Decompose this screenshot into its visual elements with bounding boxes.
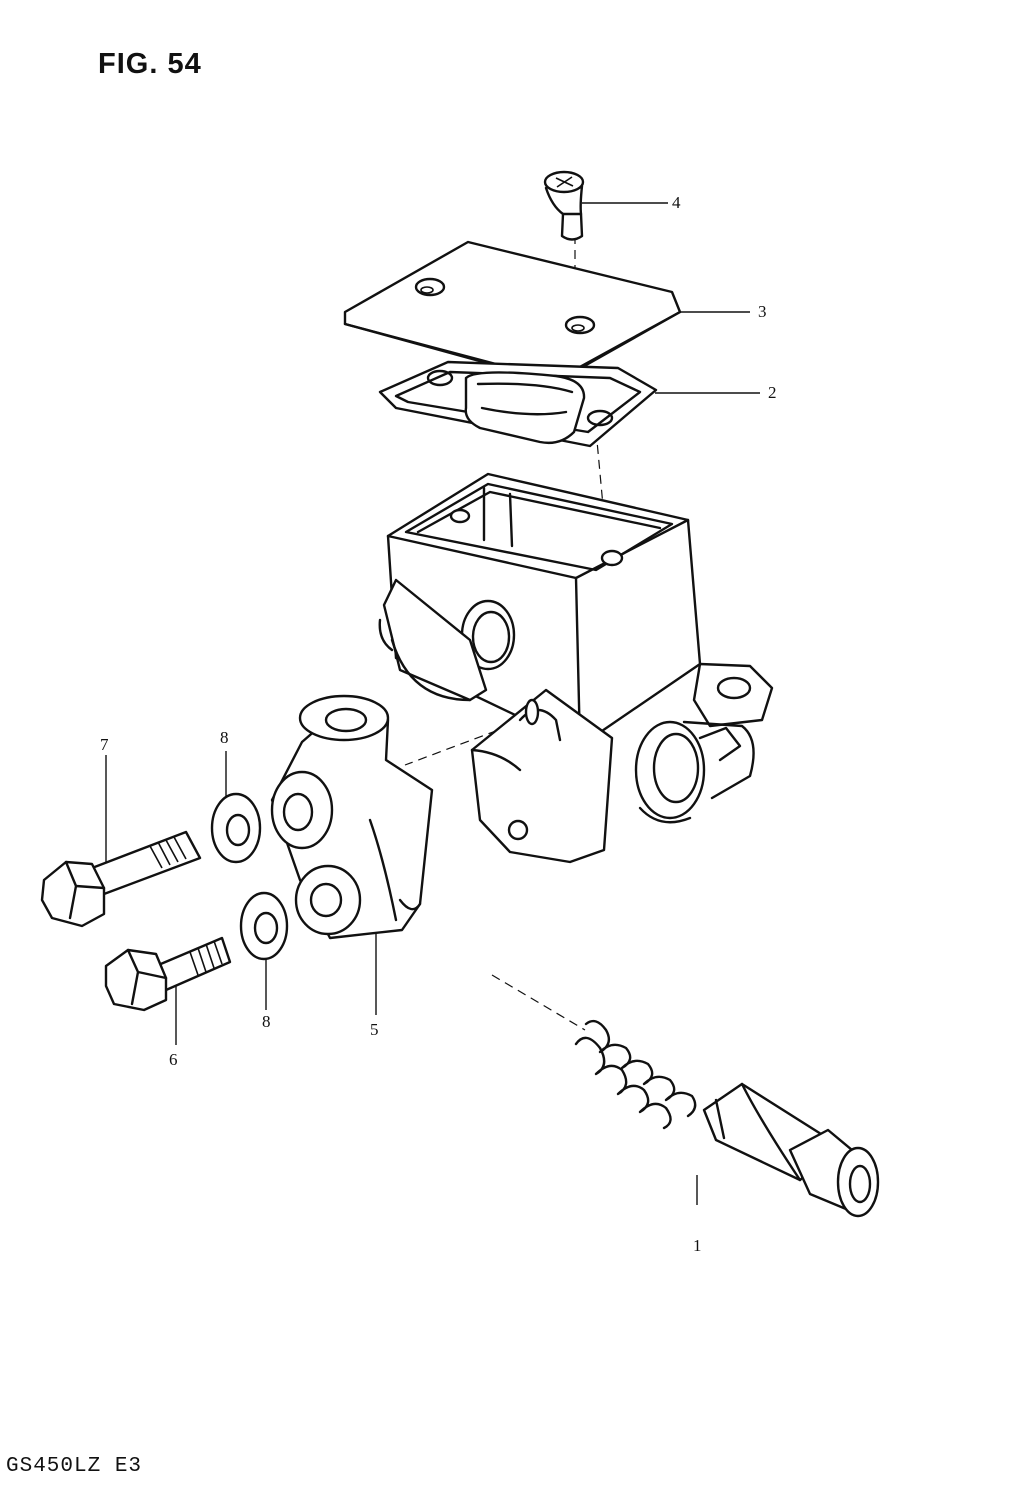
model-code: GS450LZ E3 bbox=[6, 1455, 143, 1478]
callout-5: 5 bbox=[370, 1020, 379, 1039]
callout-8-lower: 8 bbox=[262, 1012, 271, 1031]
part-2-diaphragm bbox=[378, 360, 658, 448]
part-4-screw bbox=[543, 170, 585, 241]
part-1-piston-spring bbox=[574, 1019, 880, 1218]
leader-lines bbox=[105, 202, 760, 1205]
callout-3: 3 bbox=[758, 302, 767, 321]
master-cylinder-body bbox=[378, 472, 774, 864]
callout-1: 1 bbox=[693, 1236, 702, 1255]
part-8-washers bbox=[210, 792, 289, 961]
part-7-long-bolt bbox=[40, 830, 202, 928]
figure-title: FIG. 54 bbox=[98, 48, 202, 80]
callout-6: 6 bbox=[169, 1050, 178, 1069]
callout-8-upper: 8 bbox=[220, 728, 229, 747]
callout-2: 2 bbox=[768, 383, 777, 402]
part-3-cover bbox=[343, 240, 682, 384]
part-5-union-fitting bbox=[270, 694, 434, 940]
callout-7: 7 bbox=[100, 735, 109, 754]
part-6-short-bolt bbox=[104, 936, 232, 1012]
callout-4: 4 bbox=[672, 193, 681, 212]
